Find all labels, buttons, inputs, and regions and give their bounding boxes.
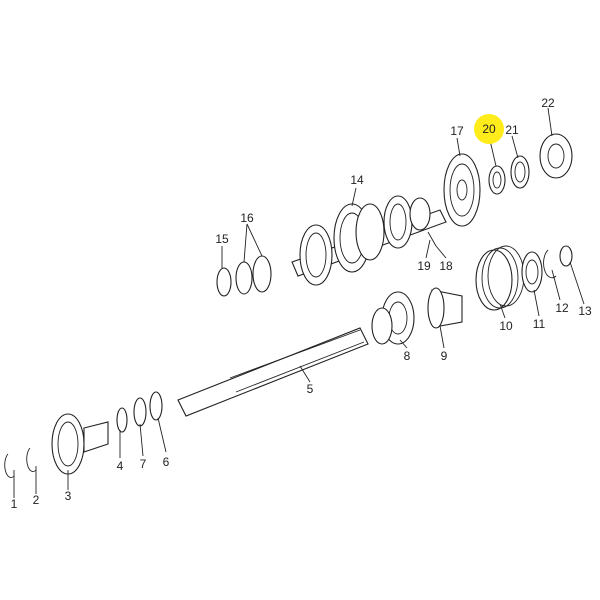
callout-20: 20 bbox=[482, 122, 496, 136]
callout-15: 15 bbox=[215, 232, 229, 246]
callout-1: 1 bbox=[11, 497, 18, 511]
callout-labels: 1 2 3 4 5 6 7 8 9 10 11 12 13 14 15 16 1… bbox=[11, 96, 592, 511]
highlight-marker bbox=[474, 114, 504, 144]
countershaft-assembly bbox=[216, 133, 573, 297]
callout-4: 4 bbox=[117, 459, 124, 473]
callout-7: 7 bbox=[140, 457, 147, 471]
leader-lines bbox=[13, 107, 585, 498]
mainshaft-assembly bbox=[4, 245, 573, 478]
callout-12: 12 bbox=[555, 301, 569, 315]
callout-21: 21 bbox=[505, 123, 519, 137]
callout-19: 19 bbox=[417, 259, 431, 273]
callout-18: 18 bbox=[439, 259, 453, 273]
callout-10: 10 bbox=[499, 319, 513, 333]
callout-6: 6 bbox=[163, 455, 170, 469]
callout-22: 22 bbox=[541, 96, 555, 110]
callout-9: 9 bbox=[441, 349, 448, 363]
callout-8: 8 bbox=[404, 349, 411, 363]
callout-2: 2 bbox=[33, 493, 40, 507]
callout-11: 11 bbox=[533, 317, 546, 331]
callout-16: 16 bbox=[240, 211, 254, 225]
callout-17: 17 bbox=[450, 124, 464, 138]
callout-5: 5 bbox=[307, 382, 314, 396]
callout-14: 14 bbox=[350, 173, 364, 187]
callout-13: 13 bbox=[578, 304, 592, 318]
callout-3: 3 bbox=[65, 489, 72, 503]
